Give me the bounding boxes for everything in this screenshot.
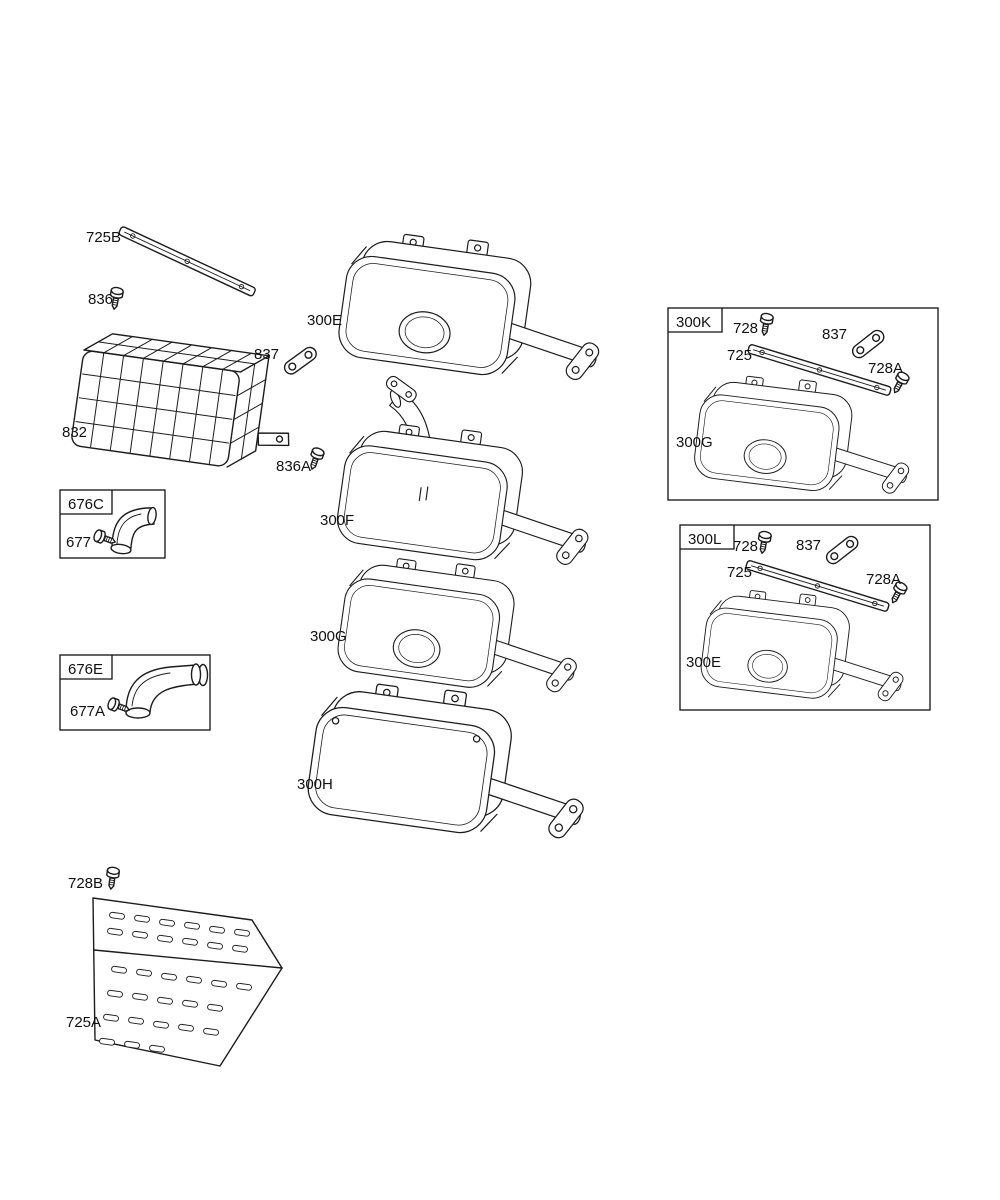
group-label-300L: 300L [688,531,721,548]
callout-300E: 300E [307,312,342,329]
part-muffler-300F [333,375,604,576]
part-elbow-676C [110,506,157,555]
part-link-837-K [849,327,888,361]
part-muffler-300G [334,548,592,703]
callout-728B: 728B [68,875,103,892]
part-muffler-300H [304,672,601,851]
part-screw-728B [104,865,121,891]
group-box-676C: 676C 677 [59,489,166,559]
group-box-300K: 300K 728 837 725 728A 300G [667,307,939,503]
callout-837: 837 [254,346,279,363]
callout-300H: 300H [297,776,333,793]
callout-728A-K: 728A [868,360,903,377]
part-link-837-L [823,533,862,567]
group-label-676C: 676C [68,496,104,513]
part-elbow-676E [125,663,209,719]
callout-836: 836 [88,291,113,308]
callout-832: 832 [62,424,87,441]
part-screw-728-K [757,311,775,337]
part-muffler-300E [335,223,615,392]
callout-725-L: 725 [727,564,752,581]
callout-300E-L: 300E [686,654,721,671]
callout-836A: 836A [276,458,311,475]
part-heat-shield-725A [92,897,283,1067]
callout-725-K: 725 [727,347,752,364]
callout-300G: 300G [310,628,347,645]
part-strip-725B [117,225,257,298]
part-guard-832 [71,333,290,468]
callout-728-K: 728 [733,320,758,337]
group-label-300K: 300K [676,314,711,331]
callout-728A-L: 728A [866,571,901,588]
callout-677A: 677A [70,703,105,720]
callout-728-L: 728 [733,538,758,555]
callout-677: 677 [66,534,91,551]
group-label-676E: 676E [68,661,103,678]
callout-725A: 725A [66,1014,101,1031]
group-box-676E: 676E 677A [59,654,211,731]
group-box-300L: 300L 728 837 725 728A 300E [679,524,931,711]
callout-300F: 300F [320,512,354,529]
part-link-837 [281,344,320,378]
callout-300G-K: 300G [676,434,713,451]
callout-725B: 725B [86,229,121,246]
part-screw-728-L [755,529,773,555]
callout-837-K: 837 [822,326,847,343]
callout-837-L: 837 [796,537,821,554]
